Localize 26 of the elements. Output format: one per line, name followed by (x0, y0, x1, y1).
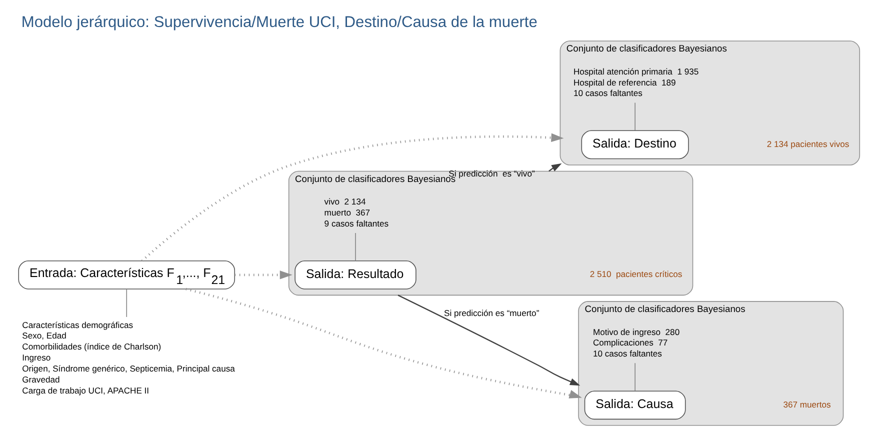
node-label: 9 casos faltantes (324, 218, 389, 228)
arrow (398, 294, 580, 386)
node-box: Salida: Destino (581, 130, 689, 160)
node-label: Sexo, Edad (22, 330, 66, 341)
node-label: vivo 2 134 (324, 196, 366, 207)
diagram-title: Modelo jerárquico: Supervivencia/Muerte UCI, Destino/Causa de la muerte (21, 14, 538, 31)
node-label: Hospital de referencia 189 (573, 77, 676, 88)
node-label: Motivo de ingreso 280 (592, 326, 680, 337)
node-label: Complicaciones 77 (592, 338, 668, 348)
arrow (234, 270, 292, 280)
node-label: Gravedad (22, 374, 60, 384)
node-label: 10 casos faltantes (592, 348, 662, 359)
node-label: Carga de trabajo UCI, APACHE II (22, 385, 150, 396)
node-label: Comorbilidades (índice de Charlson) (22, 342, 162, 352)
node-box: Salida: Causa (584, 390, 686, 420)
arrow (141, 133, 564, 262)
node-label: Características demográficas (22, 320, 134, 330)
node-label: Hospital atención primaria 1 935 (573, 66, 699, 76)
arrow (548, 163, 562, 172)
edge-label: Si predicción es “muerto” (444, 308, 540, 318)
node-box: Salida: Resultado (294, 260, 416, 290)
arrow (186, 288, 582, 398)
node-label: Ingreso (22, 352, 51, 363)
node-label: Origen, Síndrome genérico, Septicemia, Principal causa (22, 363, 235, 374)
node-label: muerto 367 (324, 207, 370, 218)
node-label: 10 casos faltantes (573, 88, 642, 98)
